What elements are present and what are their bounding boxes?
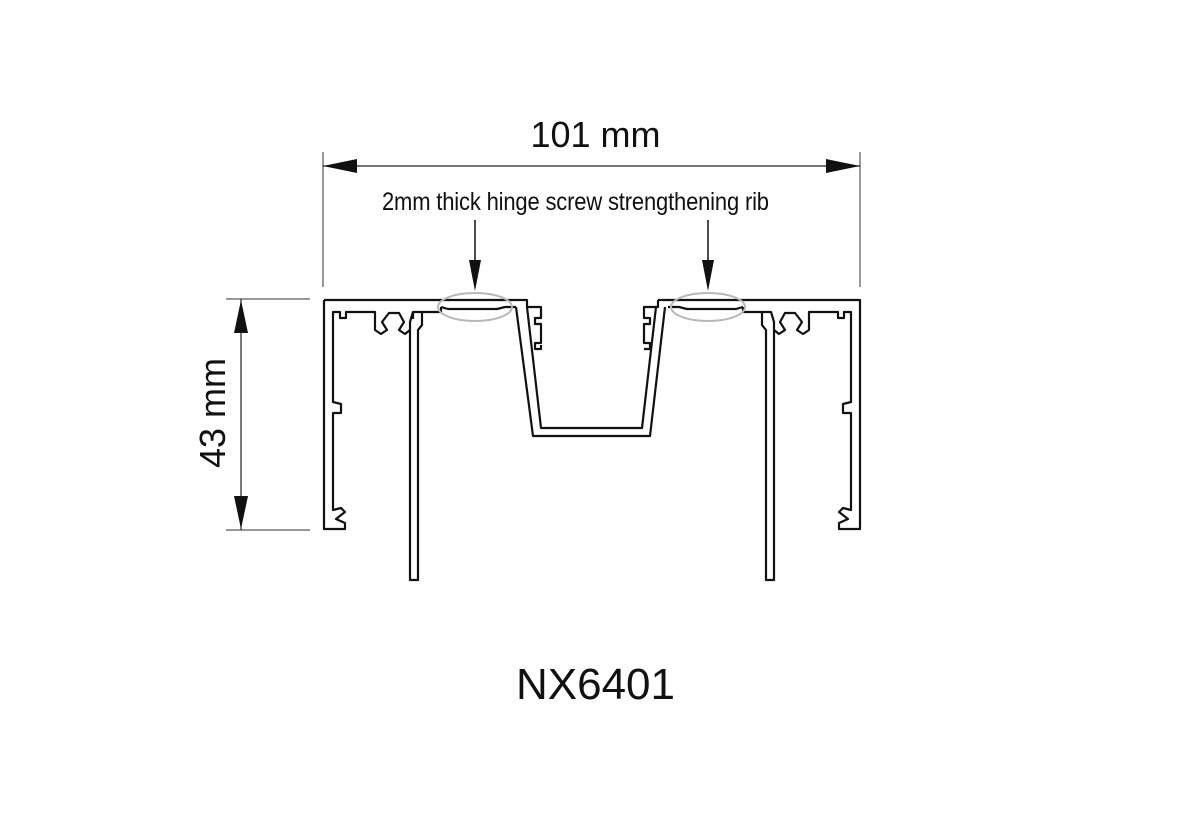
- left-rib-highlight: [437, 292, 513, 322]
- rib-callouts: [469, 220, 714, 291]
- arrow-up-icon: [234, 300, 248, 333]
- callout-arrow-right-icon: [702, 260, 714, 291]
- rib-highlights: [437, 292, 746, 322]
- arrow-right-icon: [826, 159, 860, 173]
- height-dimension-label: 43 mm: [192, 357, 233, 469]
- width-dimension-label: 101 mm: [530, 114, 661, 155]
- height-dimension: [226, 298, 310, 531]
- callout-arrow-left-icon: [469, 260, 481, 291]
- width-dimension: [322, 152, 861, 287]
- arrow-left-icon: [323, 159, 357, 173]
- arrow-down-icon: [234, 496, 248, 529]
- rib-annotation-label: 2mm thick hinge screw strengthening rib: [382, 188, 769, 216]
- right-rib-highlight: [670, 292, 746, 322]
- profile-outline: [322, 298, 862, 582]
- part-number-label: NX6401: [515, 660, 675, 709]
